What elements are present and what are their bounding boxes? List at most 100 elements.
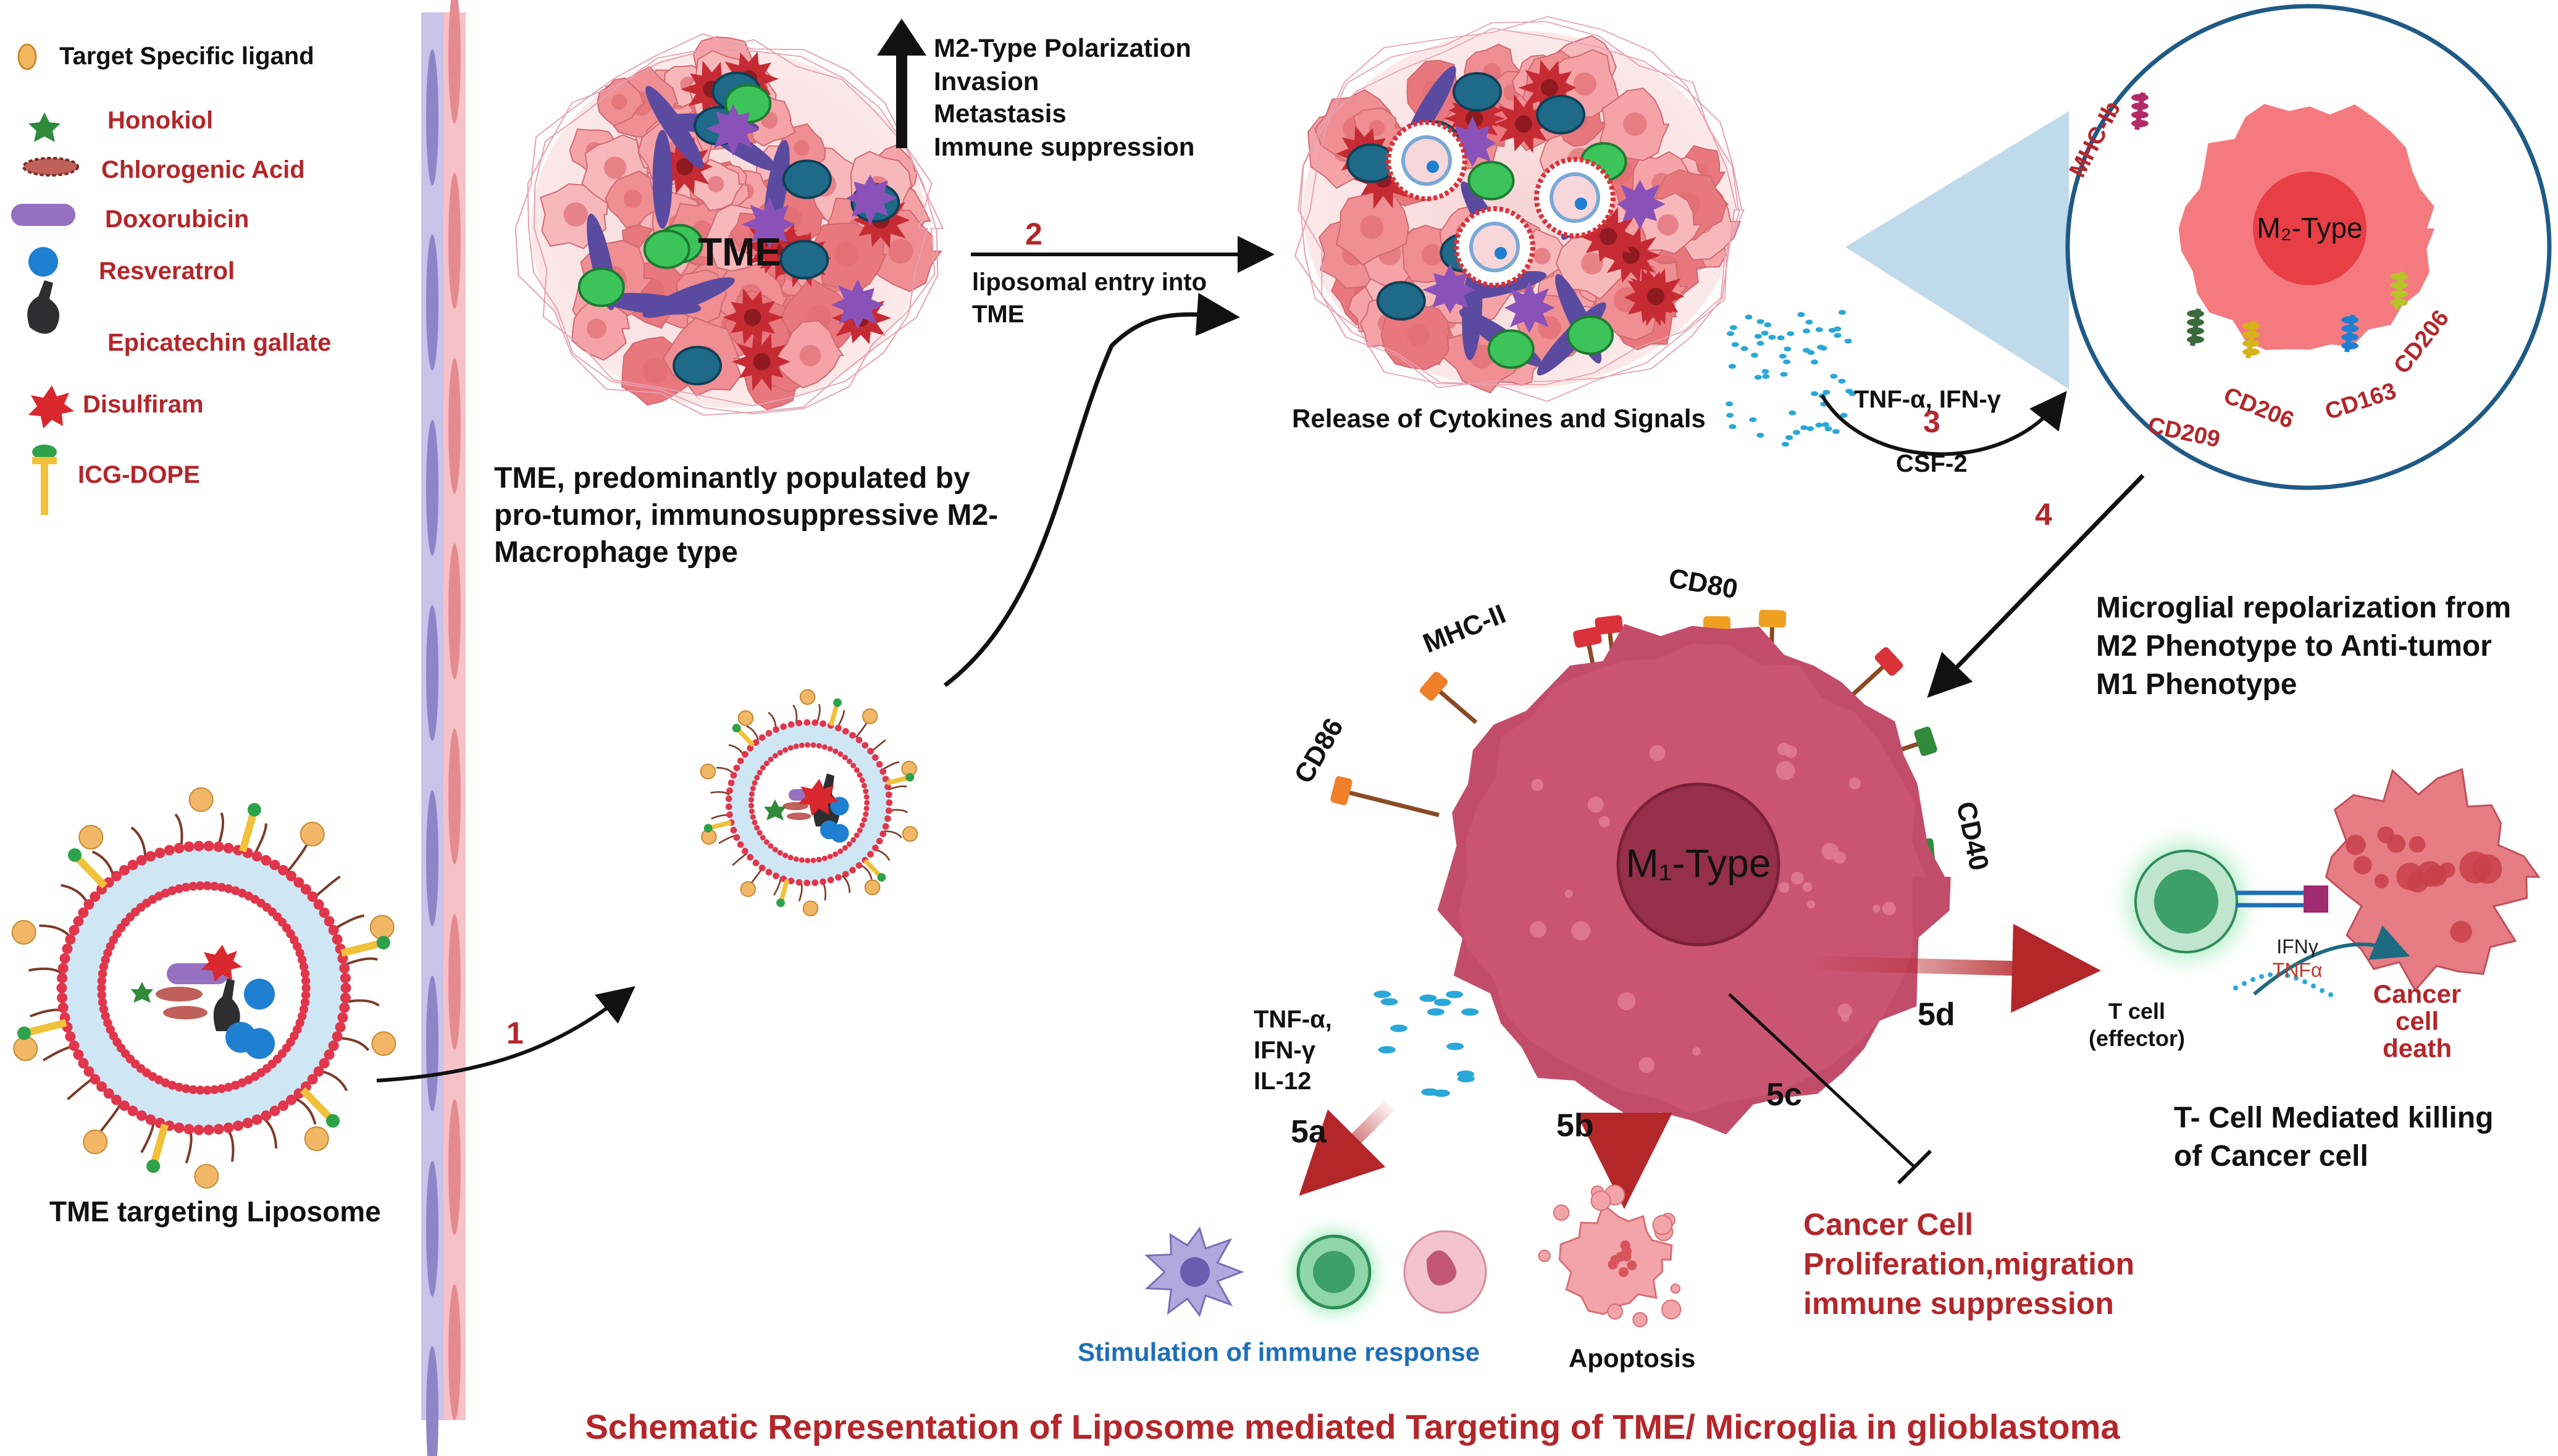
apoptotic-body xyxy=(1632,1312,1648,1328)
fibroblast xyxy=(602,293,702,315)
inhibit-bar xyxy=(1897,1149,1932,1185)
apoptotic-body xyxy=(1538,1249,1551,1262)
lipid-head xyxy=(811,719,819,726)
lipid-head xyxy=(307,891,318,902)
endothelial-cell xyxy=(448,173,461,309)
resveratrol xyxy=(244,979,275,1010)
peg-tail xyxy=(855,722,868,738)
lipid-head xyxy=(787,855,794,861)
lipid-head xyxy=(787,745,794,751)
endothelial-cell xyxy=(448,1099,461,1235)
lipid-head xyxy=(886,791,892,798)
lipid-head xyxy=(203,1124,214,1136)
lipid-head xyxy=(879,831,887,837)
m2-cell-label: M₂-Type xyxy=(2257,212,2362,244)
lipid-head xyxy=(174,884,184,893)
cytokine xyxy=(1461,1008,1479,1016)
cancer-fragment xyxy=(2450,921,2472,943)
lipid-head xyxy=(861,817,867,823)
cytokine xyxy=(2268,972,2273,977)
peg-tail xyxy=(100,1102,122,1132)
peg-tail xyxy=(67,1076,95,1100)
nucleus xyxy=(1623,112,1647,136)
step-2-text: TME xyxy=(972,301,1024,328)
green-cell xyxy=(1467,161,1515,201)
lipid-head xyxy=(213,1124,224,1135)
lipid-head xyxy=(99,1005,109,1014)
lipid-head xyxy=(859,822,865,828)
cytokine xyxy=(1756,319,1764,324)
lipid-head xyxy=(337,1012,348,1023)
legend-item-label: ICG-DOPE xyxy=(78,461,200,488)
lipid-head xyxy=(145,1114,156,1125)
lipid-head xyxy=(90,1074,101,1085)
icg-dope-head xyxy=(326,1114,340,1128)
vesicle xyxy=(1784,745,1798,758)
step-4-number: 4 xyxy=(2035,497,2052,532)
m1-receptor-domain xyxy=(1595,615,1624,635)
lipid-head xyxy=(842,755,848,761)
cancer-effect-text: Proliferation,migration xyxy=(1803,1247,2134,1281)
cytokine xyxy=(1446,990,1464,998)
tme-cluster: TME xyxy=(514,33,944,416)
lipid-head xyxy=(863,805,870,811)
lipid-head xyxy=(301,983,311,993)
lipid-head xyxy=(319,1058,330,1069)
apoptotic-body xyxy=(1670,1283,1681,1294)
ligand-icon xyxy=(17,43,37,70)
nucleus xyxy=(1647,288,1665,306)
lipid-head xyxy=(861,782,867,789)
icg-dope-head xyxy=(833,698,842,707)
lipid-head xyxy=(752,860,760,866)
peg-tail xyxy=(253,823,267,856)
lipid-head xyxy=(793,743,799,750)
cytokine xyxy=(1729,325,1737,330)
lipid-head xyxy=(842,845,848,851)
icg-dope-head xyxy=(67,848,82,862)
receptor-domain xyxy=(2131,111,2149,119)
lipid-head xyxy=(846,758,852,764)
lipid-head xyxy=(867,748,874,755)
lipid-head xyxy=(119,864,130,876)
microglia xyxy=(1422,264,1476,314)
lipid-head xyxy=(733,764,740,771)
lipid-head xyxy=(768,756,774,763)
lipid-head xyxy=(203,881,212,890)
cytokine xyxy=(2259,974,2264,979)
lipid-head xyxy=(174,1082,184,1092)
peg-tail xyxy=(343,957,378,966)
lipid-head xyxy=(111,871,122,882)
lipid-head xyxy=(335,1021,346,1032)
tme-liposome-core xyxy=(1549,172,1600,223)
cytokine xyxy=(1754,375,1762,380)
nucleus xyxy=(1427,1250,1456,1286)
cytokine xyxy=(1832,429,1840,434)
lipid-head xyxy=(782,747,789,753)
lipid-head xyxy=(757,830,763,836)
endothelial-cell xyxy=(426,1161,438,1297)
nucleus xyxy=(586,319,607,339)
lipid-head xyxy=(83,899,94,910)
lipid-head xyxy=(300,1081,311,1092)
step-3-csf: CSF-2 xyxy=(1896,450,1968,477)
mhc xyxy=(2304,885,2328,913)
m1-receptor-domain xyxy=(1330,776,1352,805)
cytokine xyxy=(1419,994,1437,1002)
receptor-domain xyxy=(2242,348,2260,356)
lipid-head xyxy=(863,811,869,818)
cytokine xyxy=(1780,372,1788,377)
cytokine xyxy=(1777,335,1785,341)
blood-vessel xyxy=(421,0,466,1456)
peg-tail xyxy=(261,1116,278,1148)
target-ligand xyxy=(11,919,36,945)
lipid-head xyxy=(754,825,760,831)
m1-marker: CD40 xyxy=(1950,799,1994,873)
apoptotic-body xyxy=(1652,1215,1673,1236)
lipid-head xyxy=(269,1105,280,1116)
cytokine xyxy=(1811,359,1819,365)
target-ligand xyxy=(78,824,104,850)
target-ligand xyxy=(740,881,757,897)
legend-item-label: Chlorogenic Acid xyxy=(101,156,305,183)
cytokine xyxy=(1756,432,1764,438)
